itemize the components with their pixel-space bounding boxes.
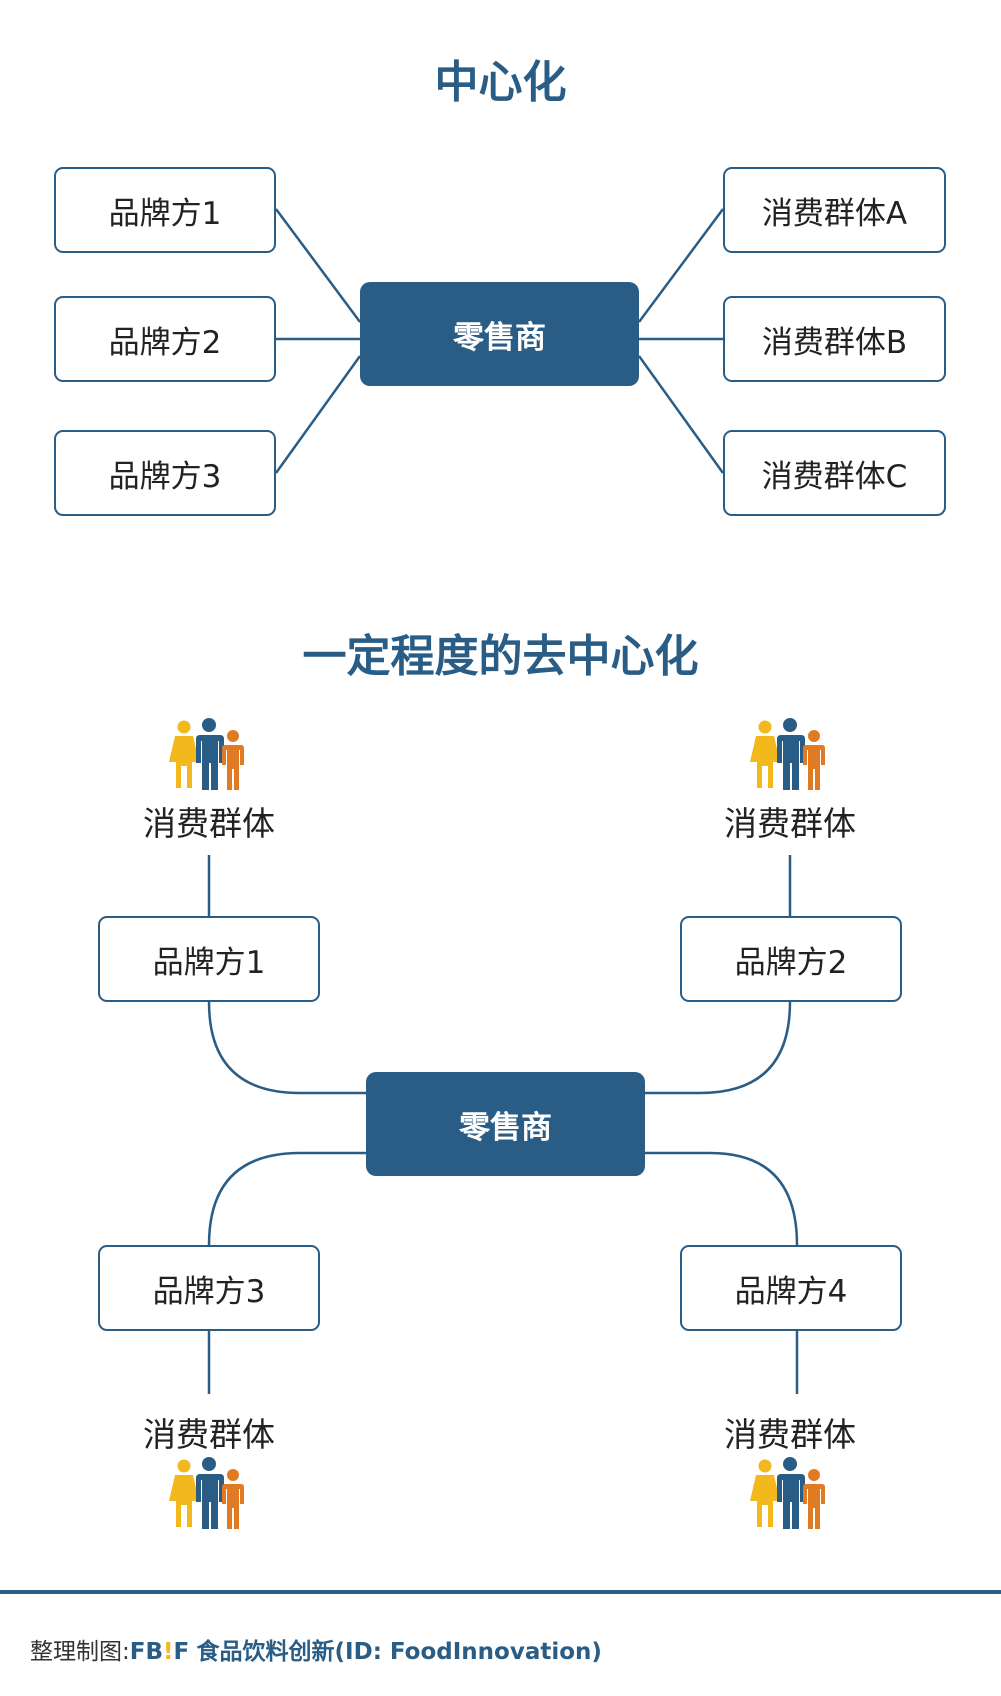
people-icon	[164, 1457, 254, 1529]
consumer-label-4: 消费群体	[724, 1415, 856, 1454]
brand-box-3: 品牌方3	[54, 430, 276, 516]
brand-box-3: 品牌方3	[98, 1245, 320, 1331]
people-icon	[164, 718, 254, 790]
consumer-label-2: 消费群体	[724, 804, 856, 843]
footer-source: 食品饮料创新(ID: FoodInnovation)	[196, 1639, 602, 1665]
people-icon	[745, 1457, 835, 1529]
brand-box-2: 品牌方2	[680, 916, 902, 1002]
consumer-box-a: 消费群体A	[723, 167, 946, 253]
retailer-box: 零售商	[366, 1072, 645, 1176]
footer-prefix: 整理制图:	[30, 1639, 130, 1665]
brand-box-1: 品牌方1	[98, 916, 320, 1002]
brand-box-1: 品牌方1	[54, 167, 276, 253]
consumer-box-b: 消费群体B	[723, 296, 946, 382]
brand-box-4: 品牌方4	[680, 1245, 902, 1331]
consumer-label-3: 消费群体	[143, 1415, 275, 1454]
brand-box-2: 品牌方2	[54, 296, 276, 382]
fbif-logo: FB!F	[129, 1639, 190, 1665]
retailer-box: 零售商	[360, 282, 639, 386]
footer-credit: 整理制图:FB!F 食品饮料创新(ID: FoodInnovation)	[30, 1632, 602, 1666]
title-decentralized: 一定程度的去中心化	[302, 631, 699, 682]
title-centralized: 中心化	[434, 57, 567, 108]
footer-divider	[0, 1590, 1001, 1594]
consumer-box-c: 消费群体C	[723, 430, 946, 516]
people-icon	[745, 718, 835, 790]
consumer-label-1: 消费群体	[143, 804, 275, 843]
